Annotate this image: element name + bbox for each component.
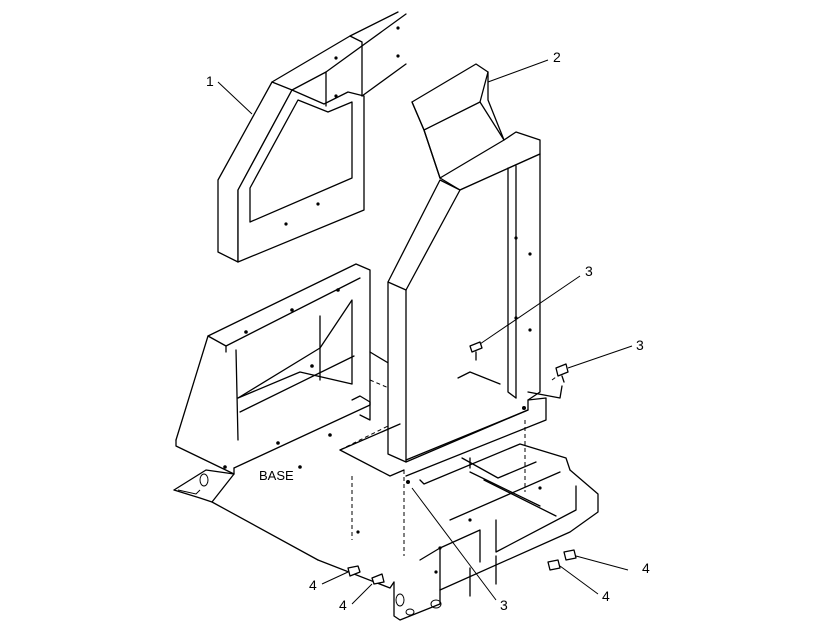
- base-label: BASE: [259, 468, 294, 483]
- callout-4-left-lower: 4: [339, 597, 347, 613]
- bolt-right: [555, 363, 569, 383]
- bolt-upper-center: [469, 341, 483, 361]
- callout-4-right-lower: 4: [602, 588, 610, 604]
- callout-3-upper: 3: [585, 263, 593, 279]
- callout-1: 1: [206, 73, 214, 89]
- nut-right-2: [547, 559, 561, 571]
- callout-labels: 1 2 3 3 3 4 4 4 4 BASE: [206, 49, 650, 613]
- part-2-upright-frame: [339, 63, 563, 484]
- callout-3-bottom: 3: [500, 597, 508, 613]
- callout-3-right: 3: [636, 337, 644, 353]
- nut-right-1: [563, 549, 577, 561]
- leader-lines: [217, 59, 633, 605]
- part-1-top-panel: [217, 11, 407, 263]
- nut-left-1: [347, 565, 361, 577]
- callout-4-right-upper: 4: [642, 560, 650, 576]
- fasteners: [347, 341, 577, 585]
- nut-left-2: [371, 573, 385, 585]
- callout-4-left-upper: 4: [309, 577, 317, 593]
- callout-2: 2: [553, 49, 561, 65]
